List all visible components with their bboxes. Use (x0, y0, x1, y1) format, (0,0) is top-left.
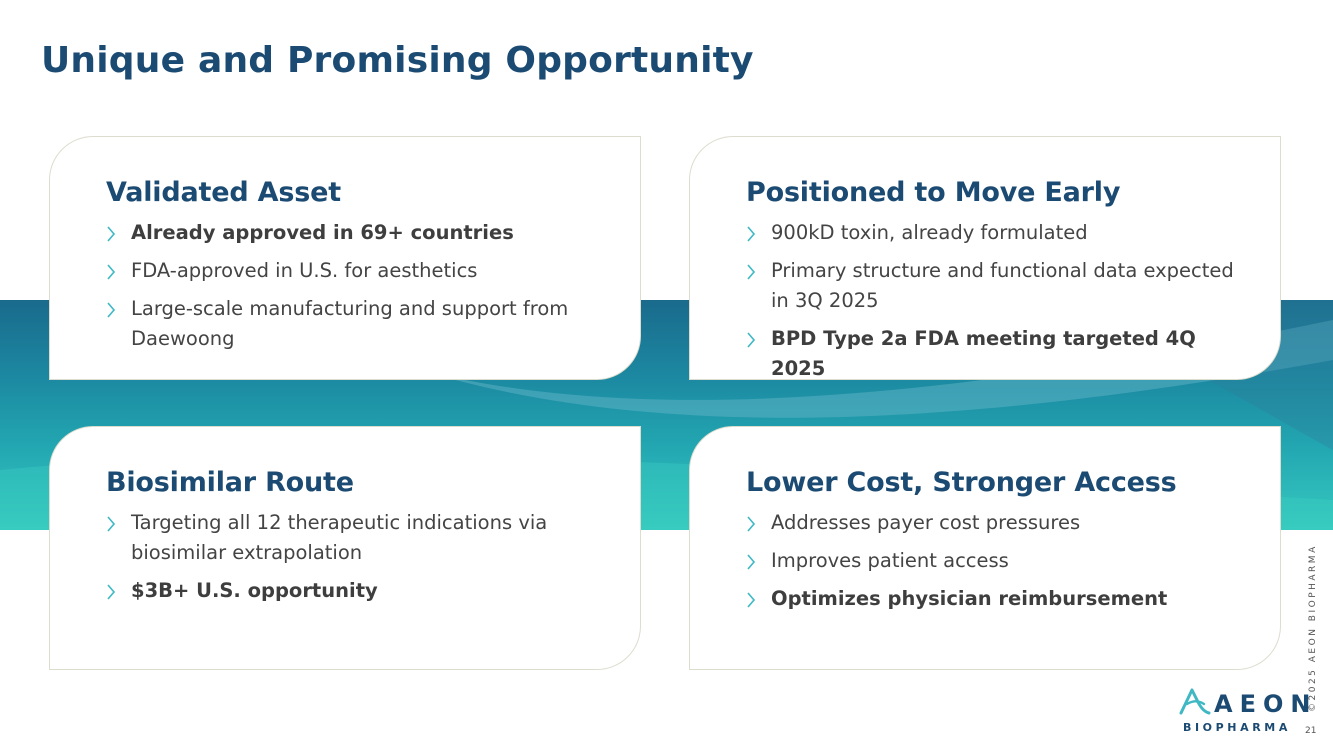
card-heading: Validated Asset (106, 177, 341, 208)
page-number: 21 (1305, 726, 1317, 736)
bullet-text: Addresses payer cost pressures (771, 511, 1081, 534)
list-item: $3B+ U.S. opportunity (106, 576, 600, 606)
copyright-text: ©2025 AEON BIOPHARMA (1308, 544, 1318, 712)
bullet-text: 900kD toxin, already formulated (771, 221, 1088, 244)
chevron-right-icon (107, 516, 116, 532)
chevron-right-icon (107, 584, 116, 600)
card-biosimilar-route: Biosimilar Route Targeting all 12 therap… (49, 426, 641, 670)
chevron-right-icon (747, 264, 756, 280)
chevron-right-icon (747, 332, 756, 348)
bullet-list: 900kD toxin, already formulated Primary … (746, 218, 1240, 384)
card-validated-asset: Validated Asset Already approved in 69+ … (49, 136, 641, 380)
card-positioned-to-move-early: Positioned to Move Early 900kD toxin, al… (689, 136, 1281, 380)
card-heading: Biosimilar Route (106, 467, 354, 498)
card-heading: Lower Cost, Stronger Access (746, 467, 1177, 498)
chevron-right-icon (107, 264, 116, 280)
list-item: Optimizes physician reimbursement (746, 584, 1240, 614)
card-heading: Positioned to Move Early (746, 177, 1121, 208)
bullet-text: Already approved in 69+ countries (131, 221, 514, 244)
chevron-right-icon (107, 226, 116, 242)
chevron-right-icon (747, 554, 756, 570)
list-item: BPD Type 2a FDA meeting targeted 4Q 2025 (746, 324, 1240, 384)
list-item: Large-scale manufacturing and support fr… (106, 294, 600, 354)
bullet-text: Optimizes physician reimbursement (771, 587, 1168, 610)
bullet-text: Primary structure and functional data ex… (771, 259, 1234, 312)
chevron-right-icon (747, 592, 756, 608)
list-item: Improves patient access (746, 546, 1240, 576)
bullet-text: Large-scale manufacturing and support fr… (131, 297, 569, 350)
bullet-list: Targeting all 12 therapeutic indications… (106, 508, 600, 606)
bullet-text: $3B+ U.S. opportunity (131, 579, 378, 602)
chevron-right-icon (107, 302, 116, 318)
bullet-text: BPD Type 2a FDA meeting targeted 4Q 2025 (771, 327, 1196, 380)
bullet-list: Already approved in 69+ countries FDA-ap… (106, 218, 600, 354)
bullet-text: Targeting all 12 therapeutic indications… (131, 511, 548, 564)
logo-subtitle: BIOPHARMA (1183, 721, 1291, 734)
logo-wordmark: AEON (1214, 690, 1318, 718)
chevron-right-icon (747, 516, 756, 532)
list-item: 900kD toxin, already formulated (746, 218, 1240, 248)
list-item: Already approved in 69+ countries (106, 218, 600, 248)
slide-title: Unique and Promising Opportunity (41, 40, 754, 81)
list-item: Addresses payer cost pressures (746, 508, 1240, 538)
chevron-right-icon (747, 226, 756, 242)
list-item: Targeting all 12 therapeutic indications… (106, 508, 600, 568)
bullet-list: Addresses payer cost pressures Improves … (746, 508, 1240, 614)
list-item: FDA-approved in U.S. for aesthetics (106, 256, 600, 286)
aeon-a-icon (1179, 688, 1211, 715)
aeon-biopharma-logo: AEON BIOPHARMA (1178, 686, 1310, 736)
card-lower-cost-stronger-access: Lower Cost, Stronger Access Addresses pa… (689, 426, 1281, 670)
bullet-text: FDA-approved in U.S. for aesthetics (131, 259, 478, 282)
bullet-text: Improves patient access (771, 549, 1009, 572)
list-item: Primary structure and functional data ex… (746, 256, 1240, 316)
